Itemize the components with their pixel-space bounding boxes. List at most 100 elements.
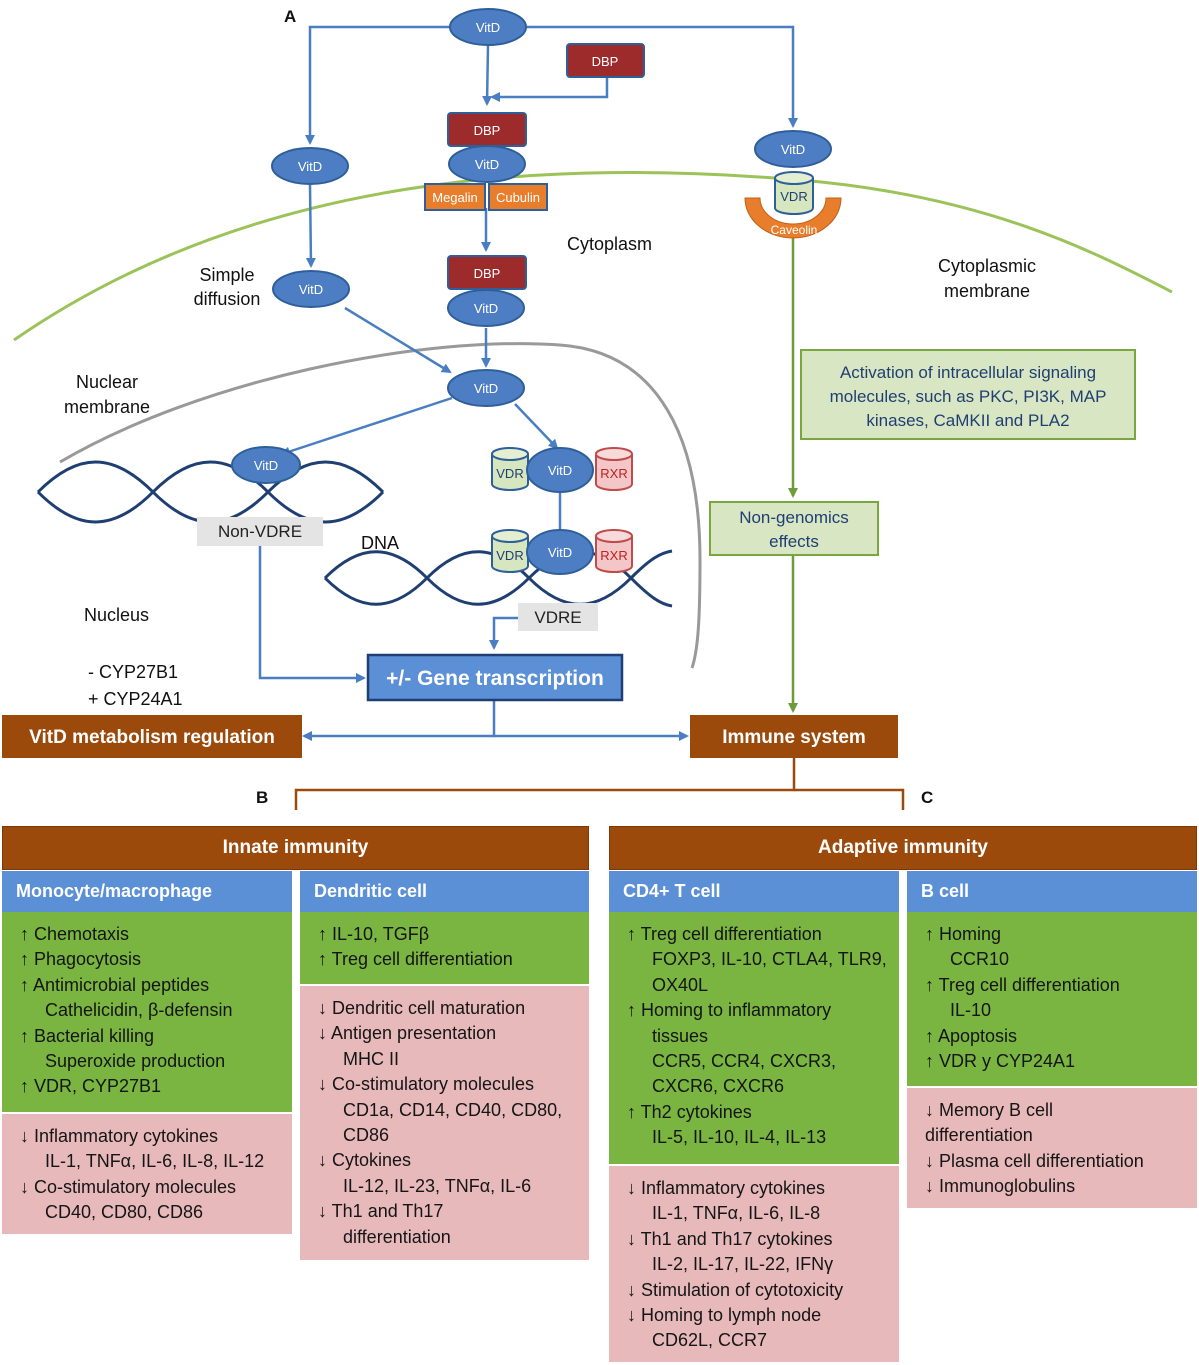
list-item: ↑ Treg cell differentiation bbox=[318, 949, 513, 970]
innate-immunity-header: Innate immunity bbox=[2, 826, 589, 870]
nuclear-membrane-label-2: membrane bbox=[64, 397, 150, 417]
svg-text:RXR: RXR bbox=[600, 548, 627, 563]
svg-text:VitD: VitD bbox=[548, 463, 572, 478]
list-item: ↑ Homing bbox=[925, 924, 1002, 944]
list-item: IL-10 bbox=[950, 1000, 992, 1021]
list-item: CD40, CD80, CD86 bbox=[45, 1202, 204, 1223]
blue-arrows bbox=[258, 25, 798, 741]
list-item: ↓ Plasma cell differentiation bbox=[925, 1150, 1144, 1171]
list-item: tissues bbox=[652, 1025, 709, 1046]
svg-text:Cubulin: Cubulin bbox=[496, 190, 540, 205]
list-item: ↑ Th2 cytokines bbox=[627, 1101, 752, 1122]
panel-label-c: C bbox=[921, 788, 933, 807]
svg-text:VitD: VitD bbox=[474, 301, 498, 316]
list-item: CXCR6, CXCR6 bbox=[652, 1076, 785, 1097]
list-item: ↓ Inflammatory cytokines bbox=[627, 1178, 826, 1198]
vitd-pathway-diagram: Caveolin VDR VitD VitD VitD VitD VitD Vi… bbox=[2, 7, 1173, 810]
intracellular-signaling-box: Activation of intracellular signaling mo… bbox=[800, 349, 1136, 440]
dbp-node-bound: DBP bbox=[447, 112, 527, 147]
list-item: ↑ IL-10, TGFβ bbox=[318, 924, 430, 944]
svg-text:DBP: DBP bbox=[474, 266, 501, 281]
list-item: ↑ VDR y CYP24A1 bbox=[925, 1051, 1076, 1072]
list-item: Superoxide production bbox=[45, 1051, 226, 1072]
vdr-receptor-membrane: VDR bbox=[774, 171, 814, 215]
svg-text:VitD: VitD bbox=[781, 142, 805, 157]
cytoplasmic-membrane-label: Cytoplasmic bbox=[938, 256, 1036, 276]
list-item: IL-2, IL-17, IL-22, IFNγ bbox=[652, 1254, 834, 1275]
svg-text:RXR: RXR bbox=[600, 466, 627, 481]
vitd-node-top: VitD bbox=[449, 8, 527, 46]
nuclear-membrane bbox=[59, 342, 702, 669]
adaptive-immunity-header: Adaptive immunity bbox=[609, 826, 1197, 870]
dbp-node-free: DBP bbox=[566, 43, 645, 78]
list-item: IL-12, IL-23, TNFα, IL-6 bbox=[343, 1175, 532, 1196]
vitd-metabolism-box: VitD metabolism regulation bbox=[2, 715, 302, 758]
list-item: CCR5, CCR4, CXCR3, bbox=[652, 1051, 837, 1072]
list-item: FOXP3, IL-10, CTLA4, TLR9, bbox=[652, 949, 887, 970]
list-item: ↑ VDR, CYP27B1 bbox=[20, 1076, 162, 1097]
svg-text:kinases, CaMKII and PLA2: kinases, CaMKII and PLA2 bbox=[866, 411, 1069, 430]
svg-text:VDR: VDR bbox=[496, 466, 523, 481]
list-item: ↑ Chemotaxis bbox=[20, 924, 130, 944]
cytoplasmic-membrane-label-2: membrane bbox=[944, 281, 1030, 301]
list-item: ↑ Phagocytosis bbox=[20, 949, 142, 970]
list-item: IL-5, IL-10, IL-4, IL-13 bbox=[652, 1127, 827, 1148]
cytoplasm-label: Cytoplasm bbox=[567, 234, 652, 254]
list-item: ↓ Co-stimulatory molecules bbox=[20, 1176, 237, 1197]
svg-text:VitD: VitD bbox=[548, 545, 572, 560]
vitd-node-nucleus: VitD bbox=[447, 369, 525, 407]
svg-text:DBP: DBP bbox=[474, 123, 501, 138]
svg-text:Non-genomics: Non-genomics bbox=[739, 508, 849, 527]
list-item: MHC II bbox=[343, 1048, 399, 1069]
svg-text:VitD: VitD bbox=[476, 20, 500, 35]
list-item: ↓ Th1 and Th17 bbox=[318, 1201, 444, 1222]
simple-diffusion-label-2: diffusion bbox=[194, 289, 261, 309]
svg-text:VitD: VitD bbox=[475, 157, 499, 172]
vitd-node-dbp-bound: VitD bbox=[448, 145, 526, 183]
non-genomic-effects-box: Non-genomics effects bbox=[709, 501, 879, 556]
vdr-vitd-rxr-complex-upper: VDR RXR VitD bbox=[491, 447, 633, 493]
list-item: ↓ Antigen presentation bbox=[318, 1023, 497, 1044]
immune-system-box: Immune system bbox=[690, 715, 898, 758]
svg-text:Megalin: Megalin bbox=[432, 190, 478, 205]
list-item: differentiation bbox=[343, 1226, 451, 1247]
caveolin-label: Caveolin bbox=[771, 223, 818, 237]
monocyte-macrophage-header: Monocyte/macrophage bbox=[2, 870, 292, 912]
svg-text:VDRE: VDRE bbox=[534, 608, 581, 627]
svg-text:VDR: VDR bbox=[780, 189, 807, 204]
simple-diffusion-label: Simple bbox=[199, 265, 254, 285]
list-item: ↓ Immunoglobulins bbox=[925, 1176, 1076, 1197]
svg-text:effects: effects bbox=[769, 532, 819, 551]
gene-transcription-box: +/- Gene transcription bbox=[366, 653, 624, 702]
list-item: ↑ Bacterial killing bbox=[20, 1025, 155, 1046]
svg-text:+/- Gene transcription: +/- Gene transcription bbox=[386, 667, 604, 690]
list-item: ↓ Inflammatory cytokines bbox=[20, 1126, 219, 1146]
svg-text:VitD: VitD bbox=[299, 282, 323, 297]
list-item: IL-1, TNFα, IL-6, IL-8, IL-12 bbox=[45, 1151, 265, 1172]
svg-text:molecules, such as PKC, PI3K,: molecules, such as PKC, PI3K, MAP bbox=[830, 387, 1107, 406]
vitd-node-dna-left: VitD bbox=[231, 446, 301, 484]
dendritic-cell-header: Dendritic cell bbox=[300, 870, 589, 912]
vitd-node-cytoplasm-center: VitD bbox=[447, 289, 525, 327]
list-item: ↑ Homing to inflammatory bbox=[627, 1000, 832, 1021]
dna-label: DNA bbox=[361, 533, 399, 553]
caveolin-shape bbox=[744, 197, 842, 239]
vdr-vitd-rxr-complex-dna: VDR RXR VitD bbox=[491, 529, 633, 575]
list-item: ↓ Stimulation of cytotoxicity bbox=[627, 1279, 844, 1300]
list-item: ↑ Apoptosis bbox=[925, 1025, 1018, 1046]
svg-text:VitD metabolism regulation: VitD metabolism regulation bbox=[29, 727, 275, 748]
vitd-node-cytoplasm-left: VitD bbox=[272, 270, 350, 308]
b-cell-header: B cell bbox=[907, 870, 1197, 912]
vitd-node-right: VitD bbox=[754, 130, 832, 168]
list-item: Cathelicidin, β-defensin bbox=[45, 1000, 233, 1021]
svg-text:Immune system: Immune system bbox=[722, 727, 866, 748]
svg-text:VDR: VDR bbox=[496, 548, 523, 563]
list-item: CCR10 bbox=[950, 949, 1010, 970]
cytoplasmic-membrane bbox=[13, 171, 1173, 342]
monocyte-upregulated-list: ↑ Chemotaxis↑ Phagocytosis↑ Antimicrobia… bbox=[2, 912, 292, 1112]
list-item: CD1a, CD14, CD40, CD80, bbox=[343, 1099, 563, 1120]
